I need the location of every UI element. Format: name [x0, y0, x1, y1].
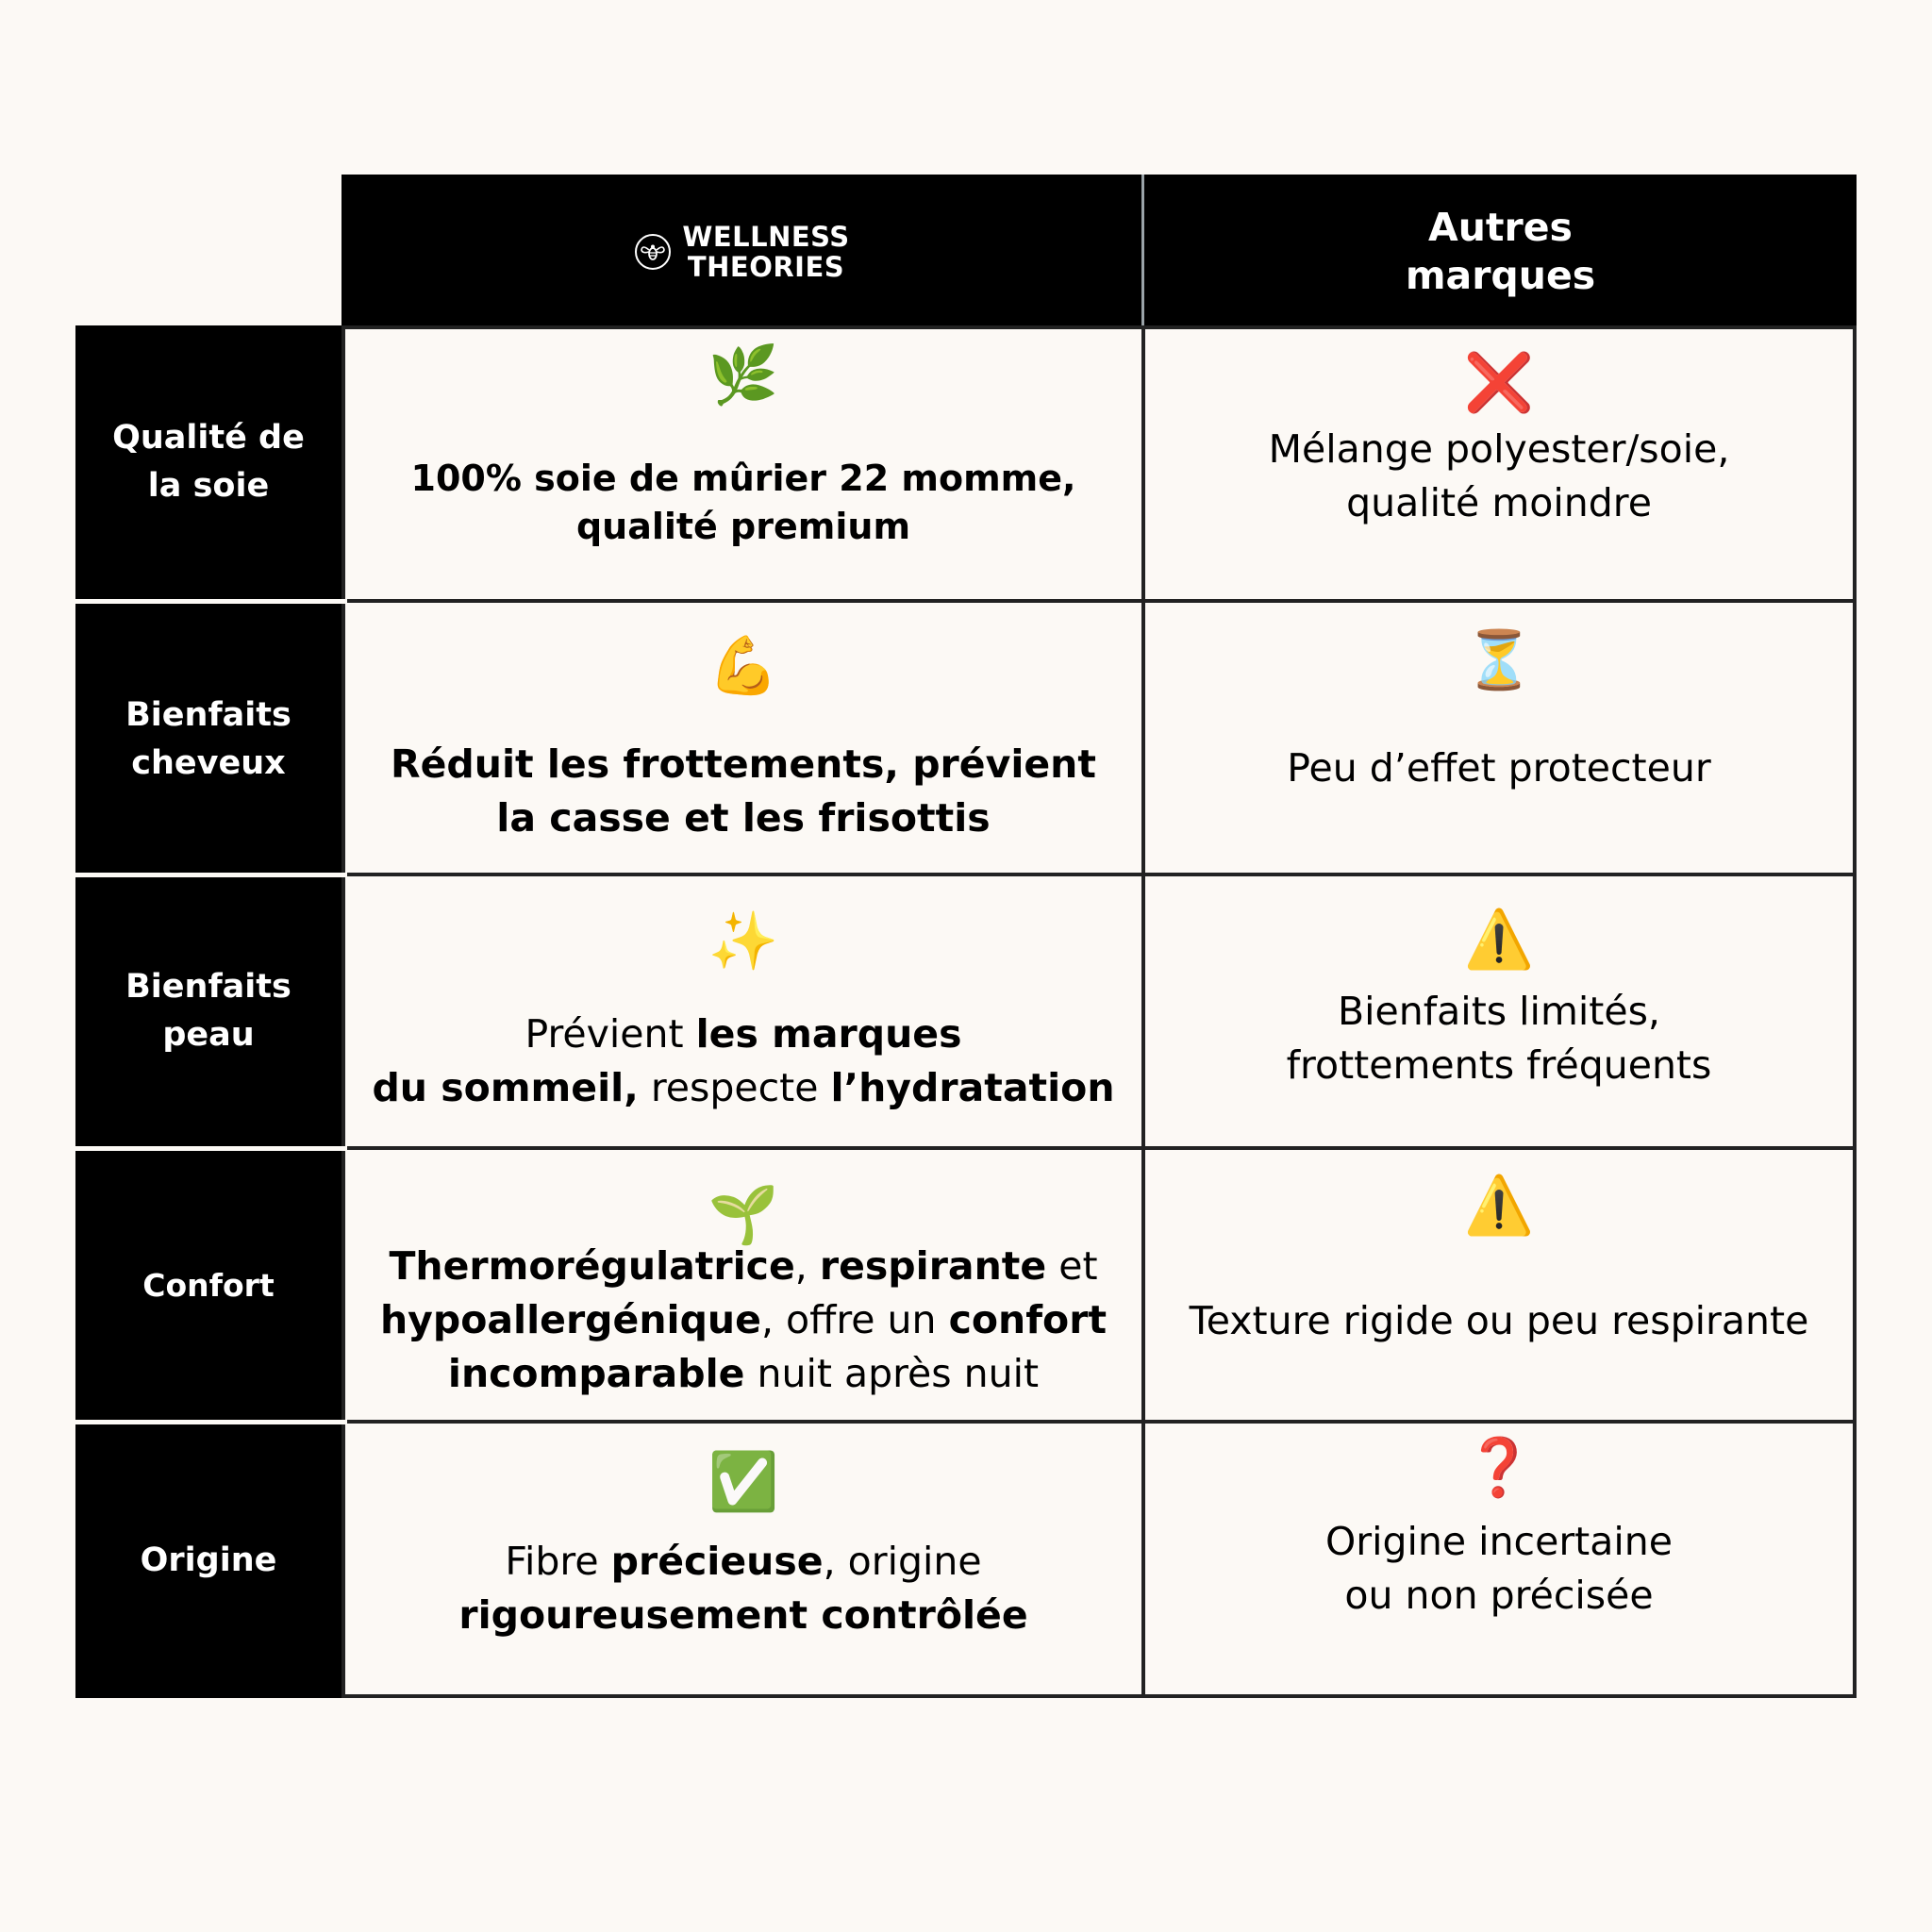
brand-line-1: WELLNESS	[682, 220, 850, 253]
text-run: Prévient	[525, 1011, 696, 1057]
header-autres-marques: Autres marques	[1144, 175, 1857, 328]
cell-text: Mélange polyester/soie,	[1268, 426, 1730, 472]
header-wellness-theories: WELLNESS THEORIES	[341, 175, 1141, 328]
text-run-bold: précieuse	[610, 1539, 824, 1584]
check-mark-icon: ✅	[708, 1449, 779, 1515]
row-label-peau: Bienfaits peau	[75, 876, 341, 1146]
text-run-bold: Thermorégulatrice	[389, 1243, 795, 1289]
row-label-line: Confort	[142, 1266, 275, 1304]
row-label-line: la soie	[147, 467, 270, 505]
row-divider	[341, 1420, 1857, 1424]
label-separator	[75, 1420, 347, 1424]
text-run: nuit après nuit	[744, 1351, 1040, 1396]
warning-icon: ⚠️	[1463, 1173, 1535, 1239]
label-separator	[75, 599, 347, 604]
cell-text-line: hypoallergénique, offre un confort	[380, 1293, 1107, 1347]
brand-line-2: THEORIES	[687, 250, 845, 283]
cell-wellness-qualite: 🌿 100% soie de mûrier 22 momme, qualité …	[345, 341, 1141, 551]
brand-logo-group: WELLNESS THEORIES	[633, 222, 849, 282]
cell-text-line: Fibre précieuse, origine	[505, 1535, 981, 1589]
cell-text: Bienfaits limités,	[1338, 989, 1660, 1034]
cell-text: qualité premium	[575, 506, 911, 547]
row-label-line: peau	[162, 1016, 255, 1054]
label-separator	[75, 1146, 347, 1151]
row-divider	[341, 1146, 1857, 1150]
cell-autres-peau: ⚠️ Bienfaits limités, frottements fréque…	[1145, 906, 1853, 1092]
text-run-bold: hypoallergénique	[379, 1297, 761, 1342]
cell-autres-cheveux: ⏳ Peu d’effet protecteur	[1145, 626, 1853, 795]
cell-text: Origine incertaine	[1325, 1519, 1673, 1564]
cell-wellness-cheveux: 💪 Réduit les frottements, prévient la ca…	[345, 632, 1141, 845]
cell-text-line: incomparable nuit après nuit	[448, 1347, 1039, 1401]
cell-text-line: rigoureusement contrôlée	[458, 1589, 1027, 1642]
text-run: ,	[794, 1243, 820, 1289]
cell-text: qualité moindre	[1346, 480, 1652, 525]
text-run-bold: confort	[948, 1297, 1108, 1342]
column-divider	[1141, 325, 1145, 1698]
flexed-biceps-icon: 💪	[708, 633, 779, 699]
bee-logo-icon	[635, 233, 672, 270]
text-run-bold: l’hydratation	[830, 1065, 1115, 1110]
text-run: respecte	[638, 1065, 831, 1110]
cell-autres-qualite: ❌ Mélange polyester/soie, qualité moindr…	[1145, 349, 1853, 530]
cross-mark-icon: ❌	[1463, 350, 1535, 416]
cell-text: frottements fréquents	[1286, 1042, 1712, 1088]
cell-wellness-confort: 🌱 Thermorégulatrice, respirante et hypoa…	[345, 1181, 1141, 1401]
header-autres-line-1: Autres	[1428, 204, 1573, 250]
text-run-bold: du sommeil,	[372, 1065, 639, 1110]
text-run-bold: rigoureusement contrôlée	[458, 1592, 1028, 1638]
row-label-line: Qualité de	[112, 419, 305, 457]
herb-icon: 🌿	[708, 342, 779, 408]
text-run-bold: les marques	[695, 1011, 962, 1057]
cell-text: Texture rigide ou peu respirante	[1189, 1298, 1809, 1343]
cell-text: Peu d’effet protecteur	[1287, 745, 1711, 791]
row-label-line: Bienfaits	[125, 968, 291, 1006]
cell-text: la casse et les frisottis	[496, 795, 991, 841]
text-run: , origine	[823, 1539, 982, 1584]
question-mark-icon: ❓	[1463, 1435, 1535, 1501]
row-label-confort: Confort	[75, 1150, 341, 1420]
row-label-line: cheveux	[131, 744, 286, 782]
text-run: et	[1046, 1243, 1098, 1289]
cell-autres-origine: ❓ Origine incertaine ou non précisée	[1145, 1434, 1853, 1623]
cell-wellness-peau: ✨ Prévient les marques du sommeil, respe…	[345, 908, 1141, 1115]
cell-text: Réduit les frottements, prévient	[391, 741, 1096, 787]
cell-autres-confort: ⚠️ Texture rigide ou peu respirante	[1145, 1172, 1853, 1348]
cell-text-line: Thermorégulatrice, respirante et	[389, 1240, 1097, 1293]
brand-name: WELLNESS THEORIES	[682, 222, 849, 282]
cell-text-line: Prévient les marques	[525, 1008, 961, 1061]
row-label-cheveux: Bienfaits cheveux	[75, 603, 341, 876]
row-divider	[341, 873, 1857, 876]
text-run: Fibre	[505, 1539, 611, 1584]
header-autres-line-2: marques	[1405, 252, 1596, 298]
cell-text: ou non précisée	[1344, 1573, 1654, 1618]
row-label-qualite: Qualité de la soie	[75, 325, 341, 599]
seedling-icon: 🌱	[708, 1182, 779, 1248]
sparkles-icon: ✨	[708, 908, 779, 974]
cell-text: 100% soie de mûrier 22 momme,	[410, 458, 1076, 499]
comparison-grid	[341, 325, 1857, 1698]
hourglass-icon: ⏳	[1463, 627, 1535, 693]
text-run: , offre un	[760, 1297, 949, 1342]
text-run-bold: incomparable	[447, 1351, 745, 1396]
row-label-line: Origine	[140, 1541, 277, 1579]
cell-wellness-origine: ✅ Fibre précieuse, origine rigoureusemen…	[345, 1448, 1141, 1642]
warning-icon: ⚠️	[1463, 907, 1535, 973]
row-label-line: Bienfaits	[125, 696, 291, 734]
row-label-origine: Origine	[75, 1424, 341, 1698]
label-separator	[75, 873, 347, 877]
row-divider	[341, 599, 1857, 603]
cell-text-line: du sommeil, respecte l’hydratation	[372, 1061, 1114, 1115]
header-divider	[1141, 175, 1144, 328]
text-run-bold: respirante	[819, 1243, 1047, 1289]
